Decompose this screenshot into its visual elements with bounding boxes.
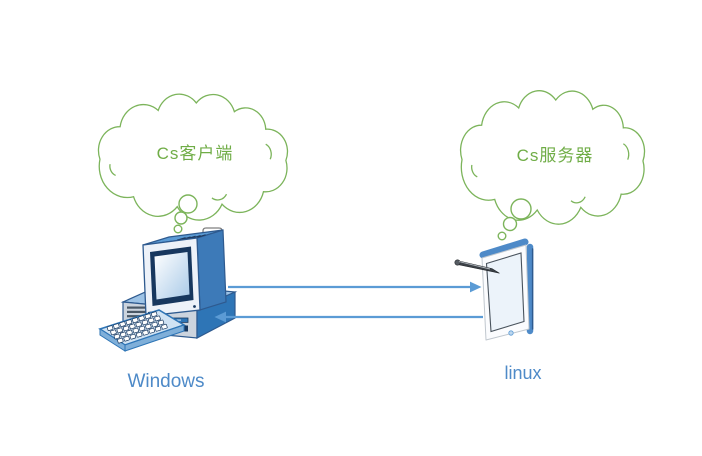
thought-tail-bubble	[502, 216, 518, 232]
right-thought-cloud[interactable]	[461, 91, 645, 241]
left-cloud-label[interactable]: Cs客户端	[156, 144, 234, 163]
cloud-outline	[461, 91, 645, 224]
windows-node-label[interactable]: Windows	[127, 371, 205, 392]
stylus-cap	[454, 259, 461, 266]
thought-tail-bubble	[174, 211, 188, 225]
desktop-computer-icon[interactable]	[98, 227, 238, 352]
thought-tail-bubble	[497, 231, 507, 241]
monitor-side	[196, 229, 227, 311]
cloud-curl-icon	[212, 194, 227, 200]
arrow-head-icon	[214, 311, 226, 323]
cloud-outline	[98, 94, 287, 220]
cloud-curl-icon	[110, 164, 116, 175]
left-cloud-shape	[98, 94, 287, 220]
linux-node-label[interactable]: linux	[504, 363, 542, 383]
tablet-top-edge	[479, 238, 529, 259]
thought-tail-bubble	[510, 198, 532, 220]
cloud-curl-icon	[623, 144, 628, 160]
arrow-head-icon	[470, 281, 482, 293]
arrow-left-to-right[interactable]	[228, 281, 482, 293]
screen	[154, 252, 190, 300]
keyboard-edge	[124, 324, 185, 352]
tablet-button	[508, 330, 514, 336]
tablet-screen	[485, 252, 525, 333]
power-button	[193, 305, 196, 308]
tablet-stylus-icon[interactable]	[454, 238, 534, 341]
cloud-curl-icon	[266, 144, 272, 159]
left-thought-cloud[interactable]	[98, 94, 287, 234]
cloud-curl-icon	[571, 197, 585, 203]
thought-tail-bubble	[178, 194, 198, 214]
right-cloud-label[interactable]: Cs服务器	[516, 146, 594, 165]
stylus-highlight	[458, 261, 491, 270]
cloud-curl-icon	[472, 165, 478, 177]
thought-tail-bubble	[173, 224, 183, 234]
right-cloud-shape	[461, 91, 645, 224]
arrow-right-to-left[interactable]	[214, 311, 484, 323]
